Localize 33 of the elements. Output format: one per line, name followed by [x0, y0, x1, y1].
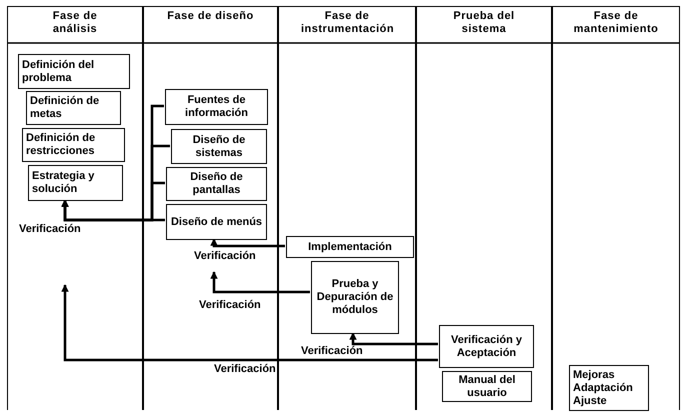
process-box: Estrategia y solución	[28, 165, 123, 201]
arrow	[210, 238, 285, 248]
column-header: Fase de mantenimiento	[572, 10, 660, 36]
swimlane-column	[278, 6, 416, 410]
swimlane-column	[416, 6, 552, 410]
process-box: Diseño de sistemas	[171, 129, 267, 164]
swimlane-column	[143, 6, 278, 410]
edge-label: Verificación	[213, 364, 277, 375]
arrow	[349, 332, 438, 346]
column-header: Prueba del sistema	[452, 10, 516, 36]
column-header: Fase de diseño	[166, 10, 255, 23]
edge-label: Verificación	[18, 224, 82, 235]
column-header: Fase de análisis	[52, 10, 98, 36]
swimlane-column	[7, 6, 143, 410]
arrow	[61, 284, 438, 362]
process-box: Fuentes de información	[165, 89, 268, 125]
process-box: Implementación	[286, 236, 414, 258]
process-box: Diseño de menús	[166, 204, 267, 240]
process-box: Mejoras Adaptación Ajuste	[569, 365, 649, 411]
process-box: Definición de restricciones	[22, 128, 125, 162]
process-box: Diseño de pantallas	[166, 167, 267, 201]
swimlane-column	[552, 6, 680, 410]
process-box: Definición de metas	[26, 91, 121, 125]
edge-label: Verificación	[300, 346, 364, 357]
process-box: Manual del usuario	[442, 371, 532, 402]
edge-label: Verificación	[193, 251, 257, 262]
arrow	[210, 271, 310, 294]
arrow	[61, 199, 165, 222]
column-header: Fase de instrumentación	[301, 10, 393, 36]
edge-label: Verificación	[198, 300, 262, 311]
process-box: Definición del problema	[18, 54, 130, 89]
process-box: Verificación y Aceptación	[439, 325, 534, 368]
process-box: Prueba y Depuración de módulos	[311, 261, 399, 334]
